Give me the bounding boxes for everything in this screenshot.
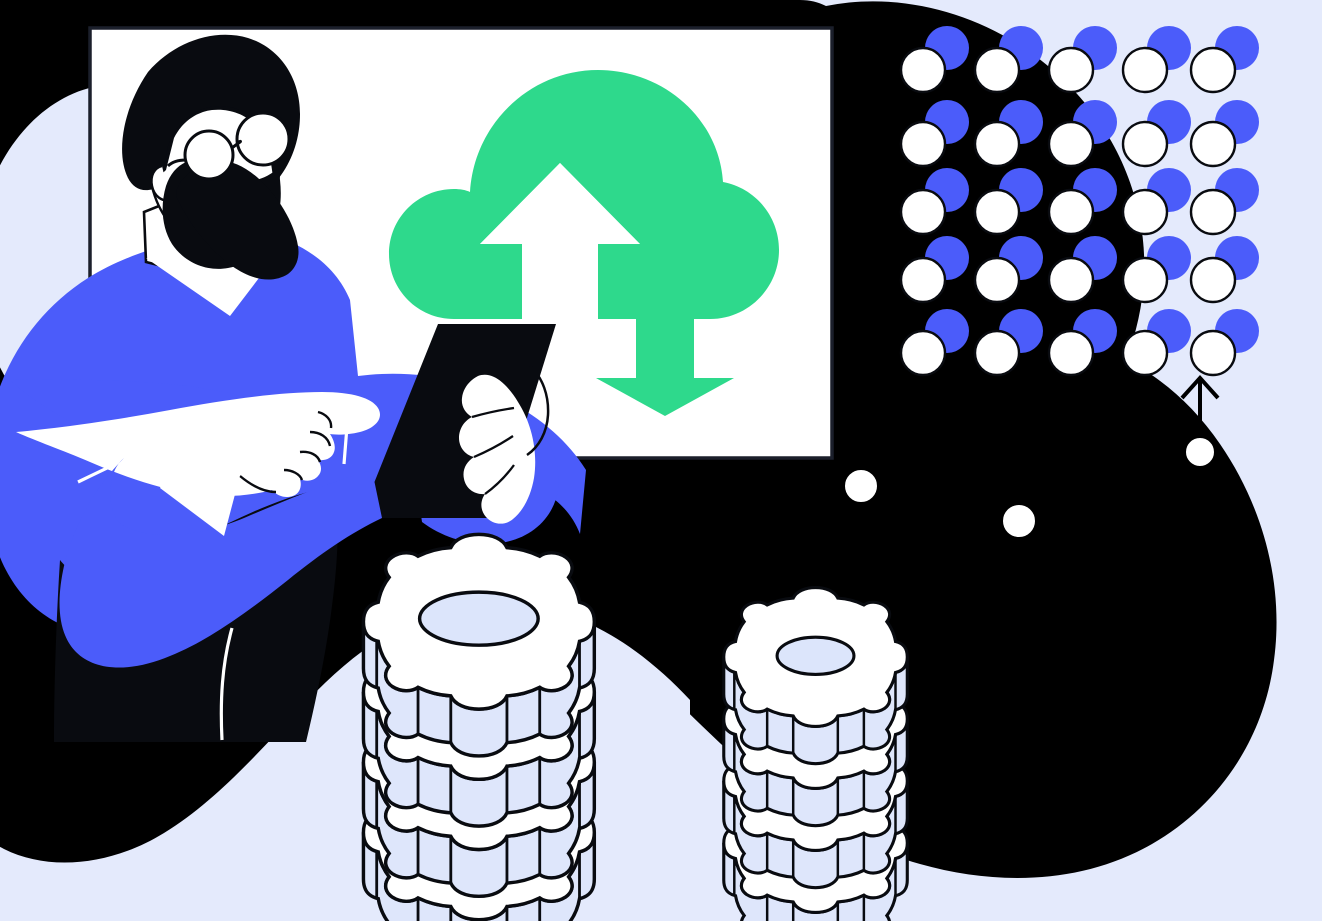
arrowhead-left-2 <box>970 688 995 728</box>
trace-right-diag <box>1150 452 1202 746</box>
dot-pair <box>1189 168 1259 236</box>
white-dot <box>899 120 947 168</box>
arrowhead-left-1 <box>970 643 995 683</box>
white-dot <box>1189 329 1237 377</box>
white-dot <box>1121 46 1169 94</box>
dot-pair <box>1121 309 1191 377</box>
cloud-shape <box>389 70 779 319</box>
arrowhead-up-5 <box>1180 375 1220 400</box>
white-dot <box>1047 46 1095 94</box>
white-dot <box>1189 46 1237 94</box>
white-dot <box>973 120 1021 168</box>
blob-right-body <box>672 0 1322 921</box>
white-dot <box>1189 256 1237 304</box>
dot-pair <box>1121 236 1191 304</box>
holding-hand-thumb <box>526 365 550 457</box>
glasses-bridge <box>231 139 242 150</box>
hair-mass <box>122 34 301 191</box>
circuit-trace-diagram <box>775 375 1220 810</box>
glasses-lens-right <box>235 111 291 167</box>
pants-crease <box>219 627 234 741</box>
dot-pair <box>1047 168 1117 236</box>
dot-pair <box>1047 100 1117 168</box>
white-dot <box>1189 188 1237 236</box>
dot-pair <box>1189 236 1259 304</box>
glasses-lens-left <box>183 129 235 181</box>
cloud-sync-icon <box>389 70 779 416</box>
arrowhead-left-3 <box>970 726 995 766</box>
gear-hole <box>775 635 856 676</box>
white-dot <box>1047 256 1095 304</box>
cuff-line <box>342 413 350 465</box>
dot-pair <box>973 168 1043 236</box>
white-dot <box>973 256 1021 304</box>
arrowhead-down-a <box>775 558 815 583</box>
node-white-3 <box>1182 434 1218 470</box>
dot-pair <box>1189 26 1259 94</box>
node-white-1 <box>841 466 881 506</box>
node-black-1 <box>941 418 973 450</box>
pointing-finger-line <box>77 404 251 484</box>
round-glasses <box>166 111 291 181</box>
white-dot <box>899 329 947 377</box>
pointing-hand-knuckles <box>239 410 333 494</box>
arrowhead-up-2 <box>999 375 1039 400</box>
dot-pair <box>1189 100 1259 168</box>
cloud-down-arrow-head <box>598 379 732 414</box>
dot-pair <box>899 100 969 168</box>
node-black-2 <box>1095 580 1127 612</box>
white-dot <box>899 188 947 236</box>
presenter-figure <box>0 34 586 742</box>
white-dot <box>1121 120 1169 168</box>
white-dot <box>899 256 947 304</box>
arrowhead-up-3 <box>1044 375 1084 400</box>
dot-pair <box>973 309 1043 377</box>
dot-pair <box>973 236 1043 304</box>
dot-pair <box>899 168 969 236</box>
dot-pair <box>899 309 969 377</box>
shirt-vneck <box>160 430 252 536</box>
white-dot <box>1047 329 1095 377</box>
dot-pair <box>973 26 1043 94</box>
white-dot <box>1121 256 1169 304</box>
white-dot <box>973 46 1021 94</box>
dot-pair <box>1121 26 1191 94</box>
cloud-up-arrow <box>480 163 640 330</box>
white-dot <box>1121 188 1169 236</box>
white-dot <box>1047 188 1095 236</box>
dot-matrix-pattern <box>899 26 1259 377</box>
node-black-3 <box>1175 641 1207 673</box>
white-dot <box>973 329 1021 377</box>
white-dot <box>973 188 1021 236</box>
gear-stack-right <box>722 586 909 921</box>
circuit-nodes <box>841 418 1218 673</box>
arrowhead-up-1 <box>937 375 977 400</box>
dot-pair <box>1121 168 1191 236</box>
dot-pair <box>1047 236 1117 304</box>
dot-pair <box>899 236 969 304</box>
dot-pair <box>1189 309 1259 377</box>
white-dot <box>1047 120 1095 168</box>
white-dot <box>899 46 947 94</box>
dot-pair <box>1047 309 1117 377</box>
gear-stack-left <box>361 532 597 921</box>
arrowhead-up-4 <box>1091 375 1131 400</box>
holding-hand <box>459 374 536 524</box>
glasses-temple <box>166 158 187 168</box>
shirt-front <box>59 458 383 668</box>
arrowhead-left-4 <box>970 770 995 810</box>
gear-hole <box>417 590 540 647</box>
white-dot <box>1189 120 1237 168</box>
arrowhead-down-b <box>827 558 867 583</box>
dot-pair <box>1121 100 1191 168</box>
white-dot <box>1121 329 1169 377</box>
holding-hand-fingers <box>471 406 515 495</box>
beard-lower <box>176 160 299 280</box>
dot-pair <box>1047 26 1117 94</box>
node-white-2 <box>999 501 1039 541</box>
dot-pair <box>973 100 1043 168</box>
dot-pair <box>899 26 969 94</box>
